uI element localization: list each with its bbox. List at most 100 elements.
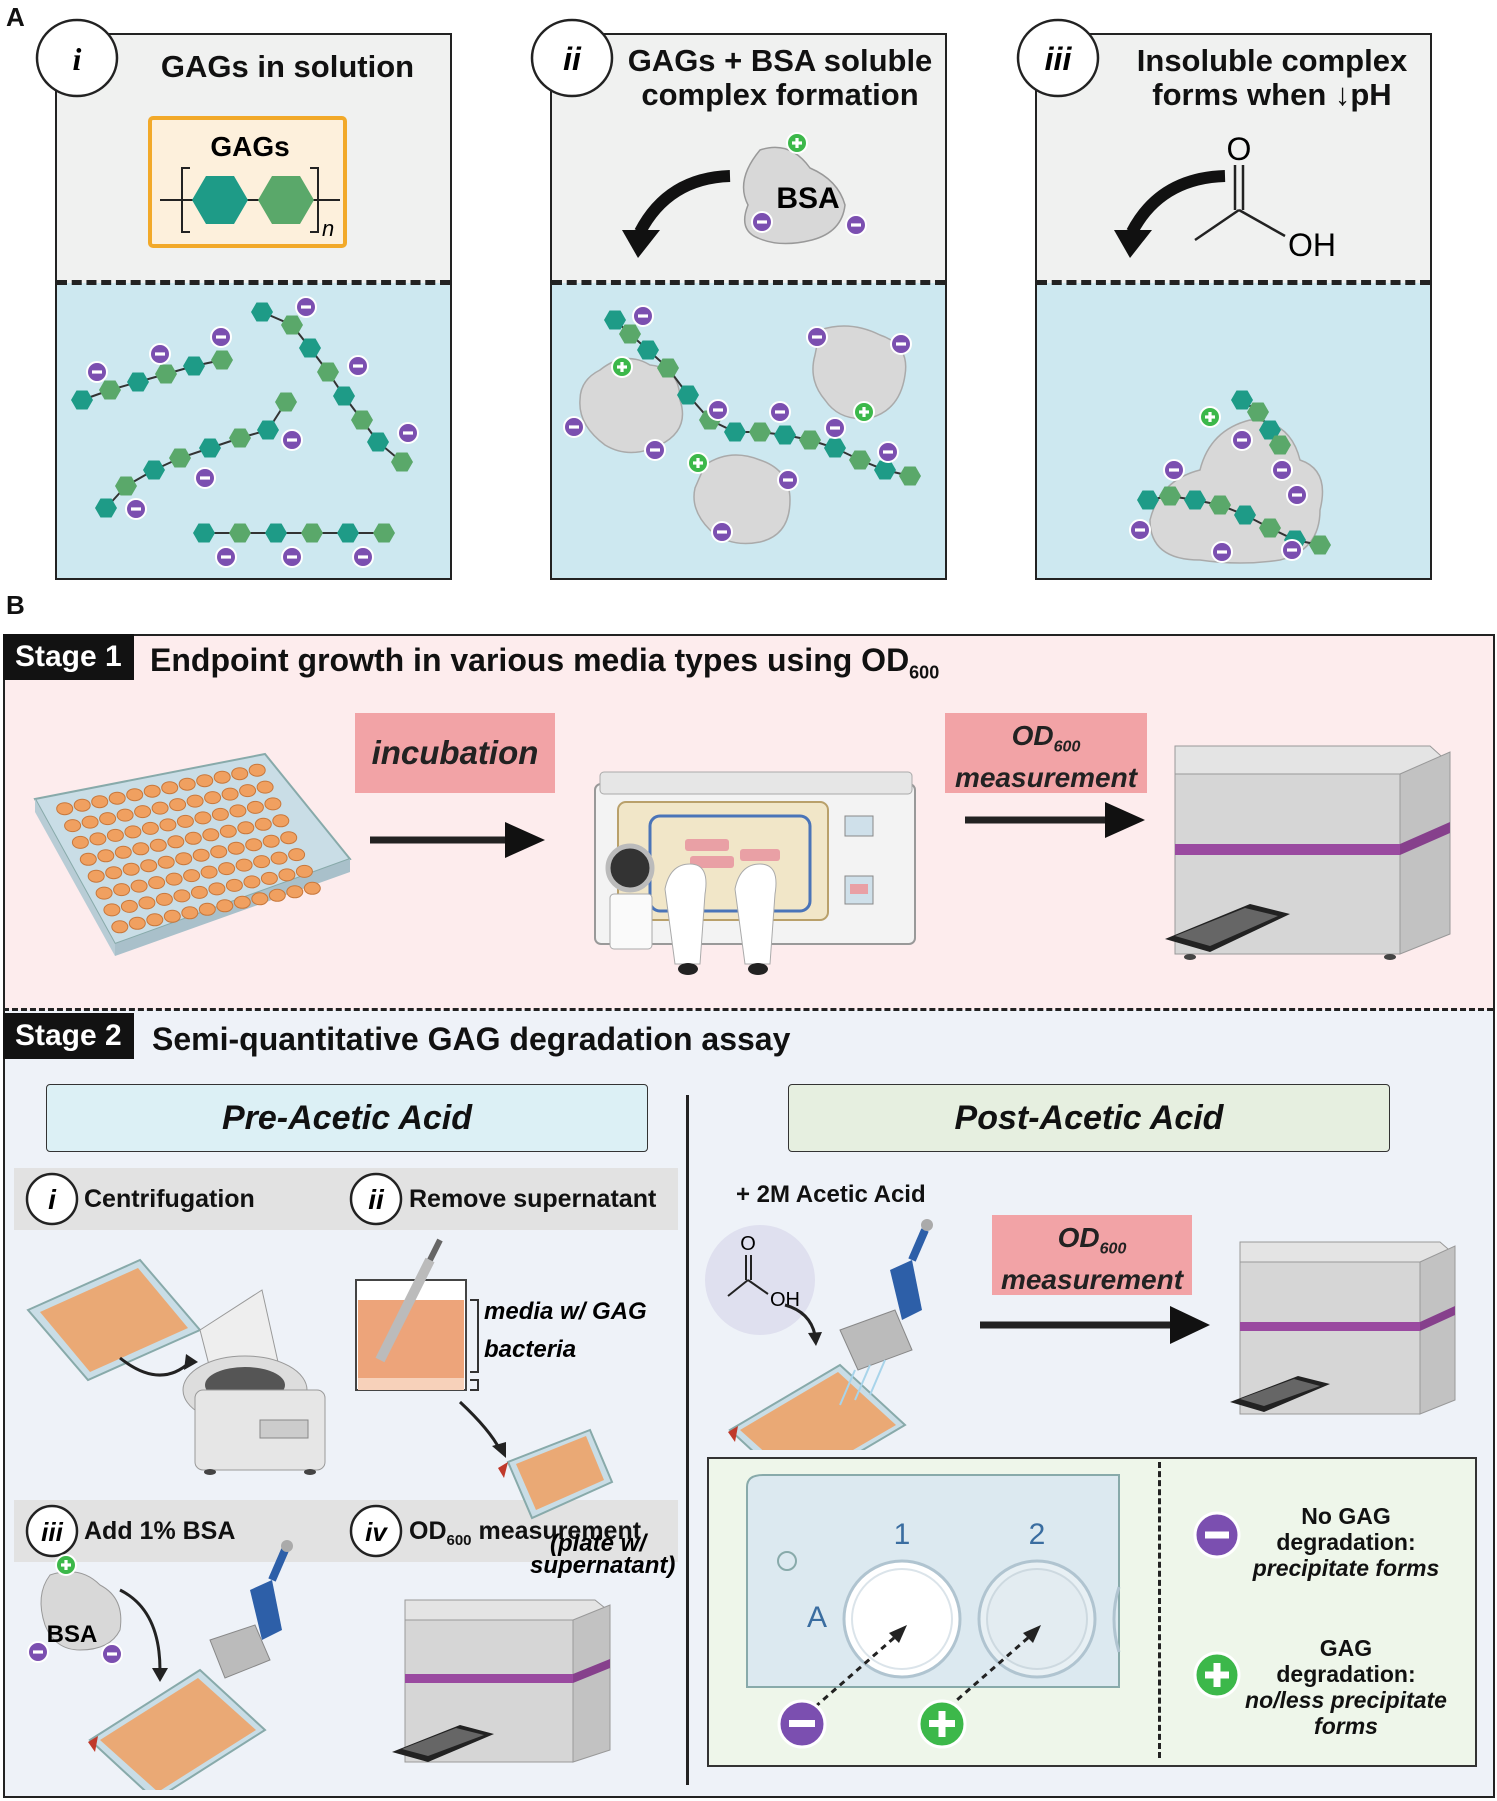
step-numeral-i: i: [25, 1172, 79, 1226]
arrow-head-iii: [1114, 230, 1152, 258]
anaerobic-chamber: [594, 771, 916, 975]
stage1-drawing: [33, 745, 1451, 975]
plate-well: [272, 814, 290, 828]
legend-pos-line4: forms: [1314, 1713, 1378, 1739]
plate-well: [229, 804, 247, 818]
pointer-a1: [814, 1635, 896, 1709]
tube-supernatant: [355, 1238, 479, 1391]
plate-well: [196, 774, 214, 788]
plate-well: [106, 828, 124, 842]
plate-well: [81, 815, 99, 829]
plate-well: [245, 838, 263, 852]
positive-marker: [917, 1699, 967, 1749]
legend-negative-text: No GAG degradation: precipitate forms: [1240, 1503, 1452, 1581]
plate-well: [235, 858, 253, 872]
svg-text:BSA: BSA: [47, 1621, 98, 1648]
box-iii-title: Insoluble complex forms when ↓pH: [1112, 44, 1432, 112]
plate-well: [151, 801, 169, 815]
plate-well: [246, 800, 264, 814]
plate-well: [260, 871, 278, 885]
stage2-title: Semi-quantitative GAG degradation assay: [152, 1021, 791, 1057]
step-iv-od: OD: [409, 1517, 447, 1545]
media-label: media w/ GAG: [484, 1298, 647, 1325]
legend-neg-line2: degradation:: [1276, 1529, 1416, 1555]
stage1-tag: Stage 1: [3, 634, 134, 680]
svg-text:i: i: [48, 1184, 57, 1215]
plate-well: [211, 807, 229, 821]
plate-well: [91, 795, 109, 809]
box-ii-title-line2: complex formation: [641, 77, 919, 112]
plate-well: [204, 791, 222, 805]
plate-well: [200, 865, 218, 879]
small-plate-centrifuge: [26, 1258, 202, 1382]
svg-text:iv: iv: [365, 1517, 388, 1547]
panel-a-drawing: i ii iii GAGs n BSA: [35, 18, 1336, 568]
plate-well: [184, 831, 202, 845]
stage1-od-text: OD: [1011, 720, 1054, 751]
plate-well: [165, 872, 183, 886]
numeral-circle-iii: iii: [1016, 18, 1100, 98]
arrow-bsa-to-plate: [119, 1588, 162, 1671]
step-iv-sub: 600: [446, 1532, 472, 1549]
step-bar-row1: [14, 1168, 678, 1230]
step-bar-row2: [14, 1500, 678, 1562]
plate-well: [270, 851, 288, 865]
pointer-a2: [948, 1635, 1030, 1709]
plate-well: [278, 868, 296, 882]
plate-reader-post: [1230, 1241, 1456, 1415]
step-label-od-measurement: OD600 measurement: [409, 1516, 641, 1556]
plate-well: [105, 866, 123, 880]
stage2-measurement-text: measurement: [1000, 1263, 1184, 1295]
plate-well: [134, 805, 152, 819]
plate-well: [295, 864, 313, 878]
plate-well: [216, 899, 234, 913]
legend-icons: [1193, 1511, 1241, 1699]
numeral-circle-ii: ii: [530, 18, 614, 98]
step-numeral-iv: iv: [349, 1504, 403, 1558]
svg-text:BSA: BSA: [776, 182, 839, 215]
plate-well: [208, 882, 226, 896]
plate-reader: [1165, 745, 1451, 960]
plate-well: [253, 855, 271, 869]
insoluble-precipitate: [1129, 390, 1331, 564]
bsa-gag-soluble-complexes: [563, 305, 921, 545]
plate-well: [194, 811, 212, 825]
legend-positive-icon: [1193, 1651, 1241, 1699]
plate-well: [140, 859, 158, 873]
plate-well: [286, 885, 304, 899]
plate-well: [303, 881, 321, 895]
well-a1-precipitate: [842, 1559, 962, 1679]
plate-well: [56, 802, 74, 816]
plate-well: [237, 821, 255, 835]
post-acetic-header: Post-Acetic Acid: [788, 1084, 1390, 1152]
plate-well: [167, 835, 185, 849]
plate-well: [173, 889, 191, 903]
svg-text:n: n: [322, 216, 334, 241]
plate-well: [219, 824, 237, 838]
svg-text:ii: ii: [368, 1184, 385, 1215]
gag-chains-solution: [71, 296, 419, 568]
stage1-title-text: Endpoint growth in various media types u…: [150, 642, 910, 678]
plate-label-line2: supernatant): [530, 1552, 675, 1579]
stage2-od-label: OD600 measurement: [992, 1215, 1192, 1295]
svg-text:iii: iii: [1045, 41, 1073, 77]
stage1-od-sub: 600: [1053, 738, 1081, 756]
stage2-step-numerals: i ii iii iv: [25, 1172, 403, 1558]
plate-well: [148, 876, 166, 890]
plate-well: [138, 896, 156, 910]
box-iii: [1035, 33, 1432, 580]
plate-well: [97, 849, 115, 863]
box-iii-title-line2: forms when ↓pH: [1152, 77, 1392, 112]
plate-well: [130, 879, 148, 893]
legend-neg-line3: precipitate forms: [1252, 1555, 1440, 1581]
plate-label-line1: (plate w/: [550, 1530, 648, 1557]
plate-well: [159, 818, 177, 832]
arrow-head-ii: [622, 230, 660, 258]
negative-marker: [777, 1699, 827, 1749]
plate-well: [116, 808, 134, 822]
legend-positive-text: GAG degradation: no/less precipitate for…: [1230, 1635, 1462, 1739]
plate-well: [202, 828, 220, 842]
multichannel-pipette-bsa: [88, 1540, 293, 1790]
pre-acetic-header: Pre-Acetic Acid: [46, 1084, 648, 1152]
plate-well: [126, 788, 144, 802]
